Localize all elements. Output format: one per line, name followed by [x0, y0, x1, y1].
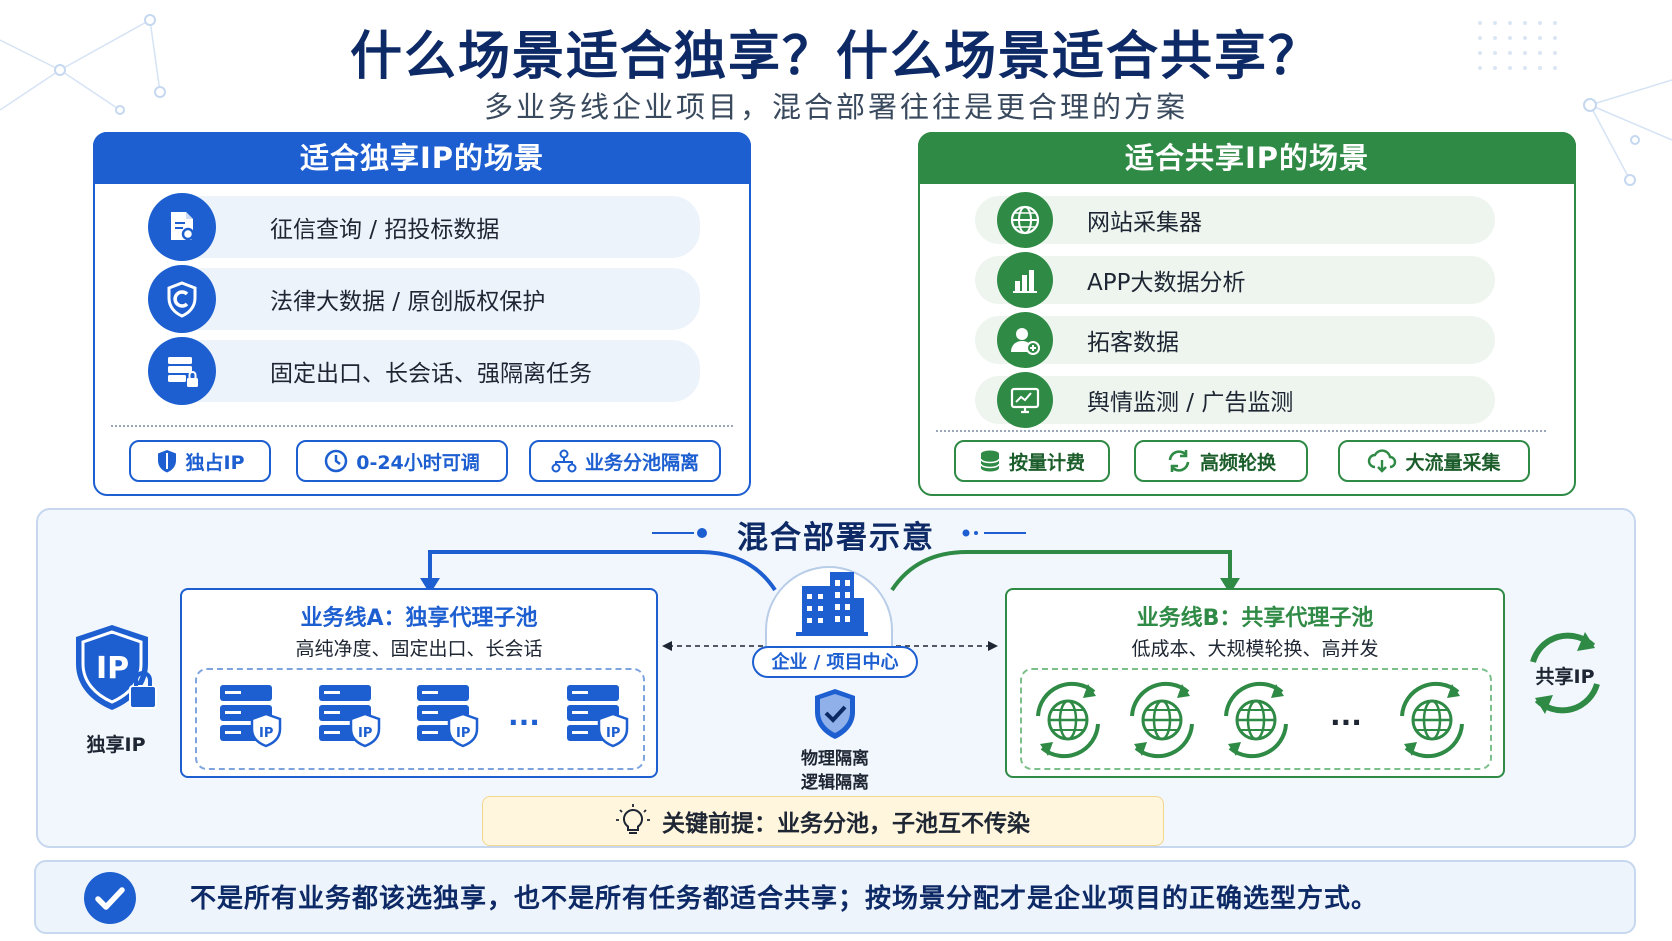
page-subtitle: 多业务线企业项目，混合部署往往是更合理的方案 [483, 90, 1188, 124]
shared-pool-container [1020, 668, 1492, 770]
svg-text:IP: IP [96, 651, 129, 686]
dedicated-server-icon [218, 683, 282, 748]
divider [111, 425, 733, 427]
dedicated-item-legal: 法律大数据 / 原创版权保护 [148, 265, 700, 333]
document-search-icon [148, 193, 216, 261]
dedicated-item-label: 固定出口、长会话、强隔离任务 [270, 361, 592, 387]
tag-label: 0-24小时可调 [356, 451, 480, 474]
conclusion-text: 不是所有业务都该选独享，也不是所有任务都适合共享；按场景分配才是企业项目的正确选… [190, 884, 1379, 914]
shared-rotating-globe-icon [1130, 681, 1194, 759]
shared-item-label: APP大数据分析 [1087, 270, 1246, 296]
shared-rotating-globe-icon [1224, 681, 1288, 759]
globe-icon [997, 192, 1053, 248]
tag-pay-per-use: 按量计费 [954, 440, 1110, 482]
shared-ip-panel: 适合共享IP的场景 网站采集器 APP大数据分析 拓客数据 舆情监测 / 广告监… [918, 132, 1576, 496]
clock-icon [324, 449, 348, 473]
lightbulb-icon [616, 804, 650, 834]
dedicated-side-label: 独享IP [86, 734, 146, 756]
bar-chart-icon [997, 252, 1053, 308]
shield-check-icon [815, 689, 855, 739]
tag-exclusive-ip: 独占IP [129, 440, 271, 482]
shared-side-label: 共享IP [1535, 666, 1595, 688]
refresh-icon [1168, 450, 1190, 472]
dedicated-item-credit: 征信查询 / 招投标数据 [148, 193, 700, 261]
dedicated-item-label: 征信查询 / 招投标数据 [270, 217, 500, 243]
line-b-desc: 低成本、大规模轮换、高并发 [1131, 638, 1379, 660]
monitor-icon [997, 372, 1053, 428]
tag-label: 大流量采集 [1405, 451, 1501, 474]
hybrid-title: 混合部署示意 [737, 520, 935, 556]
decor-network-left [0, 14, 166, 115]
premise-text: 关键前提：业务分池，子池互不传染 [662, 811, 1030, 837]
tag-label: 高频轮换 [1199, 451, 1276, 474]
mix-title-decor [652, 528, 1026, 538]
shared-item-label: 拓客数据 [1087, 330, 1179, 356]
network-icon [551, 449, 577, 473]
copyright-shield-icon [148, 265, 216, 333]
line-a-ellipsis: ··· [508, 706, 540, 739]
check-circle-icon [84, 872, 136, 924]
line-b-title: 业务线B：共享代理子池 [1136, 606, 1374, 631]
tag-label: 按量计费 [1008, 451, 1085, 474]
shared-ip-rotate-icon [1530, 632, 1600, 714]
tag-pool-isolation: 业务分池隔离 [529, 440, 721, 482]
line-a-title: 业务线A：独享代理子池 [300, 606, 538, 631]
shared-item-label: 舆情监测 / 广告监测 [1087, 390, 1294, 416]
shared-item-crawler: 网站采集器 [975, 192, 1495, 248]
dedicated-server-icon [415, 683, 479, 748]
server-lock-icon [148, 337, 216, 405]
dedicated-ip-shield-icon: IP [76, 625, 157, 710]
dedicated-server-icon [317, 683, 381, 748]
shield-icon [157, 450, 176, 473]
dedicated-pool-container [195, 668, 645, 770]
key-premise-banner: 关键前提：业务分池，子池互不传染 [482, 796, 1164, 846]
dedicated-server-icon [565, 683, 629, 748]
business-line-a-box: 业务线A：独享代理子池 高纯净度、固定出口、长会话 [180, 588, 658, 778]
decor-dots-right [1478, 21, 1557, 70]
shared-rotating-globe-icon [1400, 681, 1464, 759]
tag-adjustable-hours: 0-24小时可调 [296, 440, 508, 482]
enterprise-center-label: 企业 / 项目中心 [752, 646, 918, 678]
isolation-physical: 物理隔离 [801, 749, 869, 769]
shared-pool-globes [1036, 681, 1464, 759]
page-title: 什么场景适合独享？什么场景适合共享？ [349, 27, 1322, 87]
dedicated-item-label: 法律大数据 / 原创版权保护 [270, 289, 546, 315]
dedicated-panel-header: 适合独享IP的场景 [93, 132, 751, 184]
tag-label: 独占IP [185, 451, 245, 474]
conclusion-bar [34, 860, 1636, 934]
isolation-logical: 逻辑隔离 [801, 773, 869, 793]
tag-label: 业务分池隔离 [584, 451, 699, 474]
tag-high-rotation: 高频轮换 [1134, 440, 1308, 482]
shared-item-leads: 拓客数据 [975, 312, 1495, 368]
line-b-ellipsis: ··· [1330, 706, 1362, 739]
dedicated-item-fixed: 固定出口、长会话、强隔离任务 [148, 337, 700, 405]
shared-item-monitor: 舆情监测 / 广告监测 [975, 372, 1495, 428]
shared-rotating-globe-icon [1036, 681, 1100, 759]
divider [936, 430, 1546, 432]
shared-item-app: APP大数据分析 [975, 252, 1495, 308]
user-add-icon [997, 312, 1053, 368]
database-icon [980, 450, 1000, 472]
line-a-desc: 高纯净度、固定出口、长会话 [295, 638, 543, 660]
decor-network-right [1583, 79, 1672, 186]
shared-panel-header: 适合共享IP的场景 [918, 132, 1576, 184]
cloud-icon [1368, 449, 1397, 473]
dedicated-ip-panel: 适合独享IP的场景 征信查询 / 招投标数据 法律大数据 / 原创版权保护 固定… [93, 132, 751, 496]
dedicated-pool-servers: IP [218, 683, 629, 748]
building-icon [796, 572, 868, 636]
shared-item-label: 网站采集器 [1087, 210, 1202, 236]
tag-large-traffic: 大流量采集 [1338, 440, 1530, 482]
